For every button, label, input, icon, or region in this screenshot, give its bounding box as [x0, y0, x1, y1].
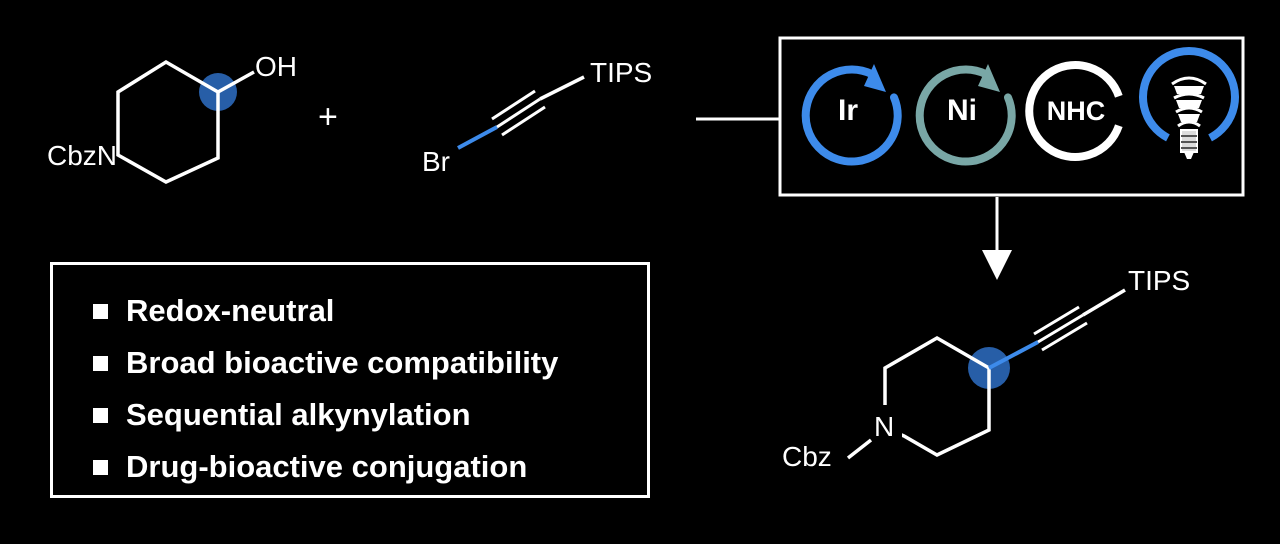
product-cbz-label: Cbz — [782, 441, 832, 472]
bromide-label: Br — [422, 146, 450, 177]
product-triple-bond-1 — [1037, 313, 1084, 344]
triple-bond-line-3 — [501, 105, 546, 137]
catalyst-box — [778, 36, 1245, 197]
triple-bond-line-1 — [496, 97, 541, 129]
c-o-bond — [217, 70, 255, 94]
alkyne-reactant: TIPS Br — [422, 57, 652, 177]
product-structure: TIPS N Cbz — [782, 265, 1190, 472]
c-si-bond — [539, 75, 585, 101]
feature-text: Drug-bioactive conjugation — [126, 449, 528, 484]
light-bulb-icon — [1139, 46, 1239, 159]
alcohol-reactant: OH CbzN — [47, 51, 297, 184]
feature-item: Redox-neutral — [93, 285, 647, 337]
n-cbz-bond — [846, 438, 873, 460]
triple-bond-line-2 — [491, 89, 536, 121]
br-c-bond — [457, 125, 498, 150]
bullet-square-icon — [93, 355, 108, 371]
product-triple-bond-2 — [1033, 305, 1080, 336]
feature-item: Broad bioactive compatibility — [93, 337, 647, 389]
product-c-c-bond — [988, 340, 1039, 370]
nickel-label: Ni — [947, 94, 977, 127]
features-list: Redox-neutral Broad bioactive compatibil… — [53, 265, 647, 493]
features-box: Redox-neutral Broad bioactive compatibil… — [50, 262, 650, 498]
piperidine-ring — [116, 59, 220, 184]
iridium-cycle-icon: Ir — [801, 64, 902, 166]
plus-sign: + — [318, 98, 338, 136]
feature-text: Redox-neutral — [126, 293, 335, 328]
product-tips-label: TIPS — [1128, 265, 1190, 296]
hydroxyl-label: OH — [255, 51, 297, 82]
product-c-si-bond — [1082, 288, 1126, 317]
iridium-label: Ir — [838, 94, 858, 127]
product-triple-bond-3 — [1041, 321, 1088, 352]
feature-text: Sequential alkynylation — [126, 397, 471, 432]
bullet-square-icon — [93, 459, 108, 475]
feature-text: Broad bioactive compatibility — [126, 345, 559, 380]
nickel-cycle-icon: Ni — [915, 64, 1016, 166]
nhc-cycle-icon: NHC — [1025, 61, 1123, 161]
bullet-square-icon — [93, 407, 108, 423]
cbz-nitrogen-label: CbzN — [47, 140, 117, 171]
feature-item: Drug-bioactive conjugation — [93, 441, 647, 493]
nhc-label: NHC — [1047, 96, 1106, 126]
tips-label: TIPS — [590, 57, 652, 88]
feature-item: Sequential alkynylation — [93, 389, 647, 441]
bullet-square-icon — [93, 303, 108, 319]
product-nitrogen-label: N — [874, 411, 894, 442]
